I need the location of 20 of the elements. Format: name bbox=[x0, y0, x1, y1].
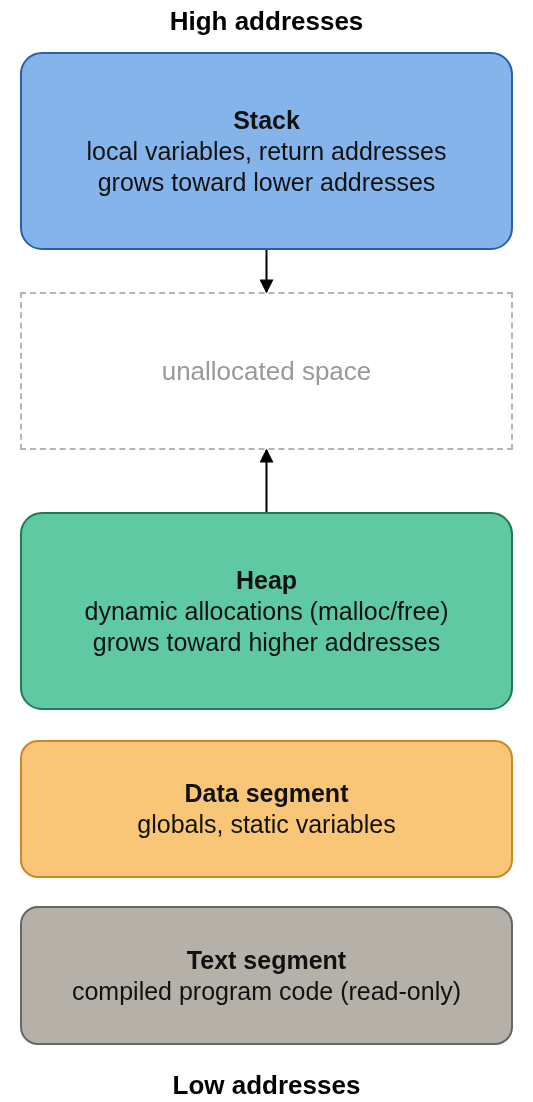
address-label: High addresses bbox=[169, 6, 364, 36]
arrow bbox=[259, 249, 274, 294]
segment-title: Data segment bbox=[183, 778, 350, 809]
memory-segment-box bbox=[20, 740, 513, 878]
segment-description: compiled program code (read-only) bbox=[70, 975, 463, 1007]
segment-description: globals, static variables bbox=[136, 809, 397, 840]
segment-description: dynamic allocations (malloc/free) bbox=[83, 595, 450, 627]
region-label: unallocated space bbox=[160, 355, 373, 387]
address-label: Low addresses bbox=[172, 1070, 361, 1100]
segment-description: local variables, return addresses bbox=[85, 135, 448, 167]
segment-description: grows toward higher addresses bbox=[91, 626, 442, 658]
memory-segment-box bbox=[20, 52, 513, 250]
segment-title: Heap bbox=[234, 564, 299, 596]
segment-title: Stack bbox=[232, 104, 301, 136]
unallocated-region bbox=[20, 292, 513, 450]
arrow bbox=[259, 448, 274, 513]
memory-segment-box bbox=[20, 512, 513, 710]
segment-description: grows toward lower addresses bbox=[96, 166, 437, 198]
segment-title: Text segment bbox=[185, 944, 348, 976]
memory-segment-box bbox=[20, 906, 513, 1045]
